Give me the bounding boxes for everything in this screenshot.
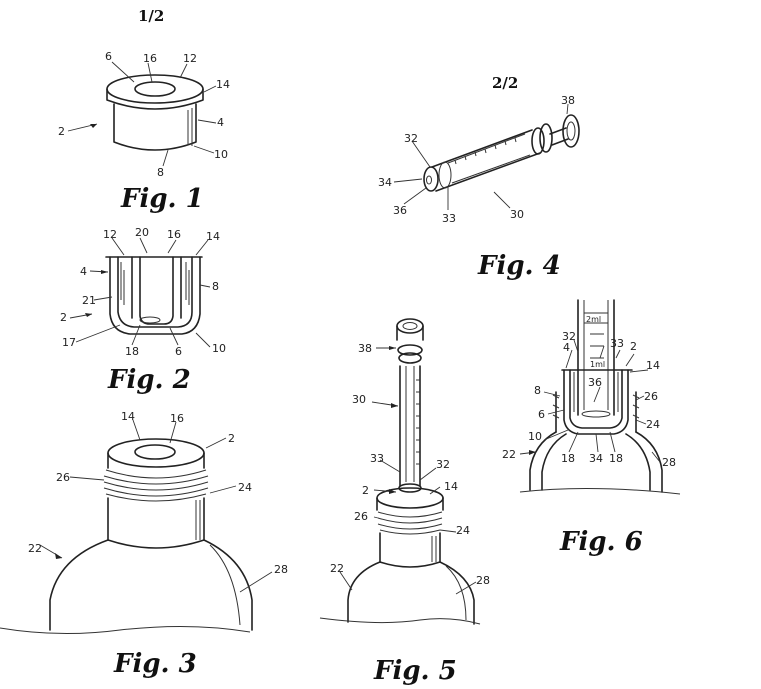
- fig5-label-26: 26: [354, 510, 368, 523]
- fig6-label-34: 34: [589, 452, 603, 465]
- fig4-syringe: 38 32 34 36 33 30 Fig. 4: [378, 94, 580, 281]
- fig1-caption: Fig. 1: [120, 184, 204, 214]
- fig5-label-24: 24: [456, 524, 470, 537]
- fig6-label-22: 22: [502, 448, 516, 461]
- fig3-caption: Fig. 3: [113, 649, 197, 679]
- fig5-label-32: 32: [436, 458, 450, 471]
- fig1-label-16: 16: [143, 52, 157, 65]
- fig6-label-36: 36: [588, 376, 602, 389]
- fig5-label-22: 22: [330, 562, 344, 575]
- sheet-number-left: 1/2: [138, 7, 164, 25]
- fig1-label-8: 8: [157, 166, 164, 179]
- fig6-caption: Fig. 6: [559, 527, 643, 557]
- fig4-label-30: 30: [510, 208, 524, 221]
- fig6-label-28: 28: [662, 456, 676, 469]
- fig4-label-38: 38: [561, 94, 575, 107]
- fig5-label-33: 33: [370, 452, 384, 465]
- fig6-label-18b: 18: [609, 452, 623, 465]
- fig5-label-30: 30: [352, 393, 366, 406]
- fig2-label-18: 18: [125, 345, 139, 358]
- fig1-adapter-perspective: 6 16 12 14 2 4 8 10 Fig. 1: [58, 50, 230, 214]
- fig2-label-2: 2: [60, 311, 67, 324]
- fig2-label-4: 4: [80, 265, 87, 278]
- fig6-label-8: 8: [534, 384, 541, 397]
- fig6-label-18a: 18: [561, 452, 575, 465]
- fig2-caption: Fig. 2: [107, 365, 191, 395]
- fig2-label-17: 17: [62, 336, 76, 349]
- fig6-label-1ml: 1ml: [590, 360, 605, 369]
- fig4-label-32: 32: [404, 132, 418, 145]
- fig1-label-14: 14: [216, 78, 230, 91]
- fig6-label-10: 10: [528, 430, 542, 443]
- fig6-label-2: 2: [630, 340, 637, 353]
- fig3-label-26: 26: [56, 471, 70, 484]
- fig1-label-4: 4: [217, 116, 224, 129]
- fig5-caption: Fig. 5: [373, 656, 457, 686]
- fig2-adapter-section: 12 20 16 14 4 8 21 2 17 18 6 10 Fig. 2: [60, 226, 226, 395]
- fig3-bottle-with-adapter: 14 16 2 26 24 22 28 Fig. 3: [0, 410, 288, 679]
- fig1-label-10: 10: [214, 148, 228, 161]
- sheet-number-right: 2/2: [492, 74, 518, 92]
- fig3-label-22: 22: [28, 542, 42, 555]
- fig6-bottle-syringe-section: 2ml 1ml 32 33 4 2 14 8 36 26 6 24 10 22 …: [502, 299, 681, 557]
- fig4-label-36: 36: [393, 204, 407, 217]
- fig6-label-4: 4: [563, 341, 570, 354]
- fig1-label-12: 12: [183, 52, 197, 65]
- fig2-label-20: 20: [135, 226, 149, 239]
- fig2-label-14: 14: [206, 230, 220, 243]
- fig2-label-6: 6: [175, 345, 182, 358]
- fig1-label-2: 2: [58, 125, 65, 138]
- fig3-label-16: 16: [170, 412, 184, 425]
- fig3-label-2: 2: [228, 432, 235, 445]
- fig4-caption: Fig. 4: [477, 251, 561, 281]
- fig2-label-8: 8: [212, 280, 219, 293]
- fig2-label-10: 10: [212, 342, 226, 355]
- fig5-bottle-with-syringe: 38 30 33 32 2 14 26 24 22 28 Fig. 5: [319, 318, 490, 686]
- fig6-label-14: 14: [646, 359, 660, 372]
- fig5-label-2: 2: [362, 484, 369, 497]
- fig6-label-32: 32: [562, 330, 576, 343]
- fig6-label-2ml: 2ml: [586, 315, 601, 324]
- fig3-label-24: 24: [238, 481, 252, 494]
- fig5-label-28: 28: [476, 574, 490, 587]
- fig6-label-6: 6: [538, 408, 545, 421]
- fig4-label-34: 34: [378, 176, 392, 189]
- fig2-label-16: 16: [167, 228, 181, 241]
- fig6-label-24: 24: [646, 418, 660, 431]
- fig6-label-33: 33: [610, 337, 624, 350]
- fig2-label-12: 12: [103, 228, 117, 241]
- fig5-label-38: 38: [358, 342, 372, 355]
- fig3-label-28: 28: [274, 563, 288, 576]
- fig1-label-6: 6: [105, 50, 112, 63]
- fig2-label-21: 21: [82, 294, 96, 307]
- fig4-label-33: 33: [442, 212, 456, 225]
- fig3-label-14: 14: [121, 410, 135, 423]
- fig5-label-14: 14: [444, 480, 458, 493]
- fig6-label-26: 26: [644, 390, 658, 403]
